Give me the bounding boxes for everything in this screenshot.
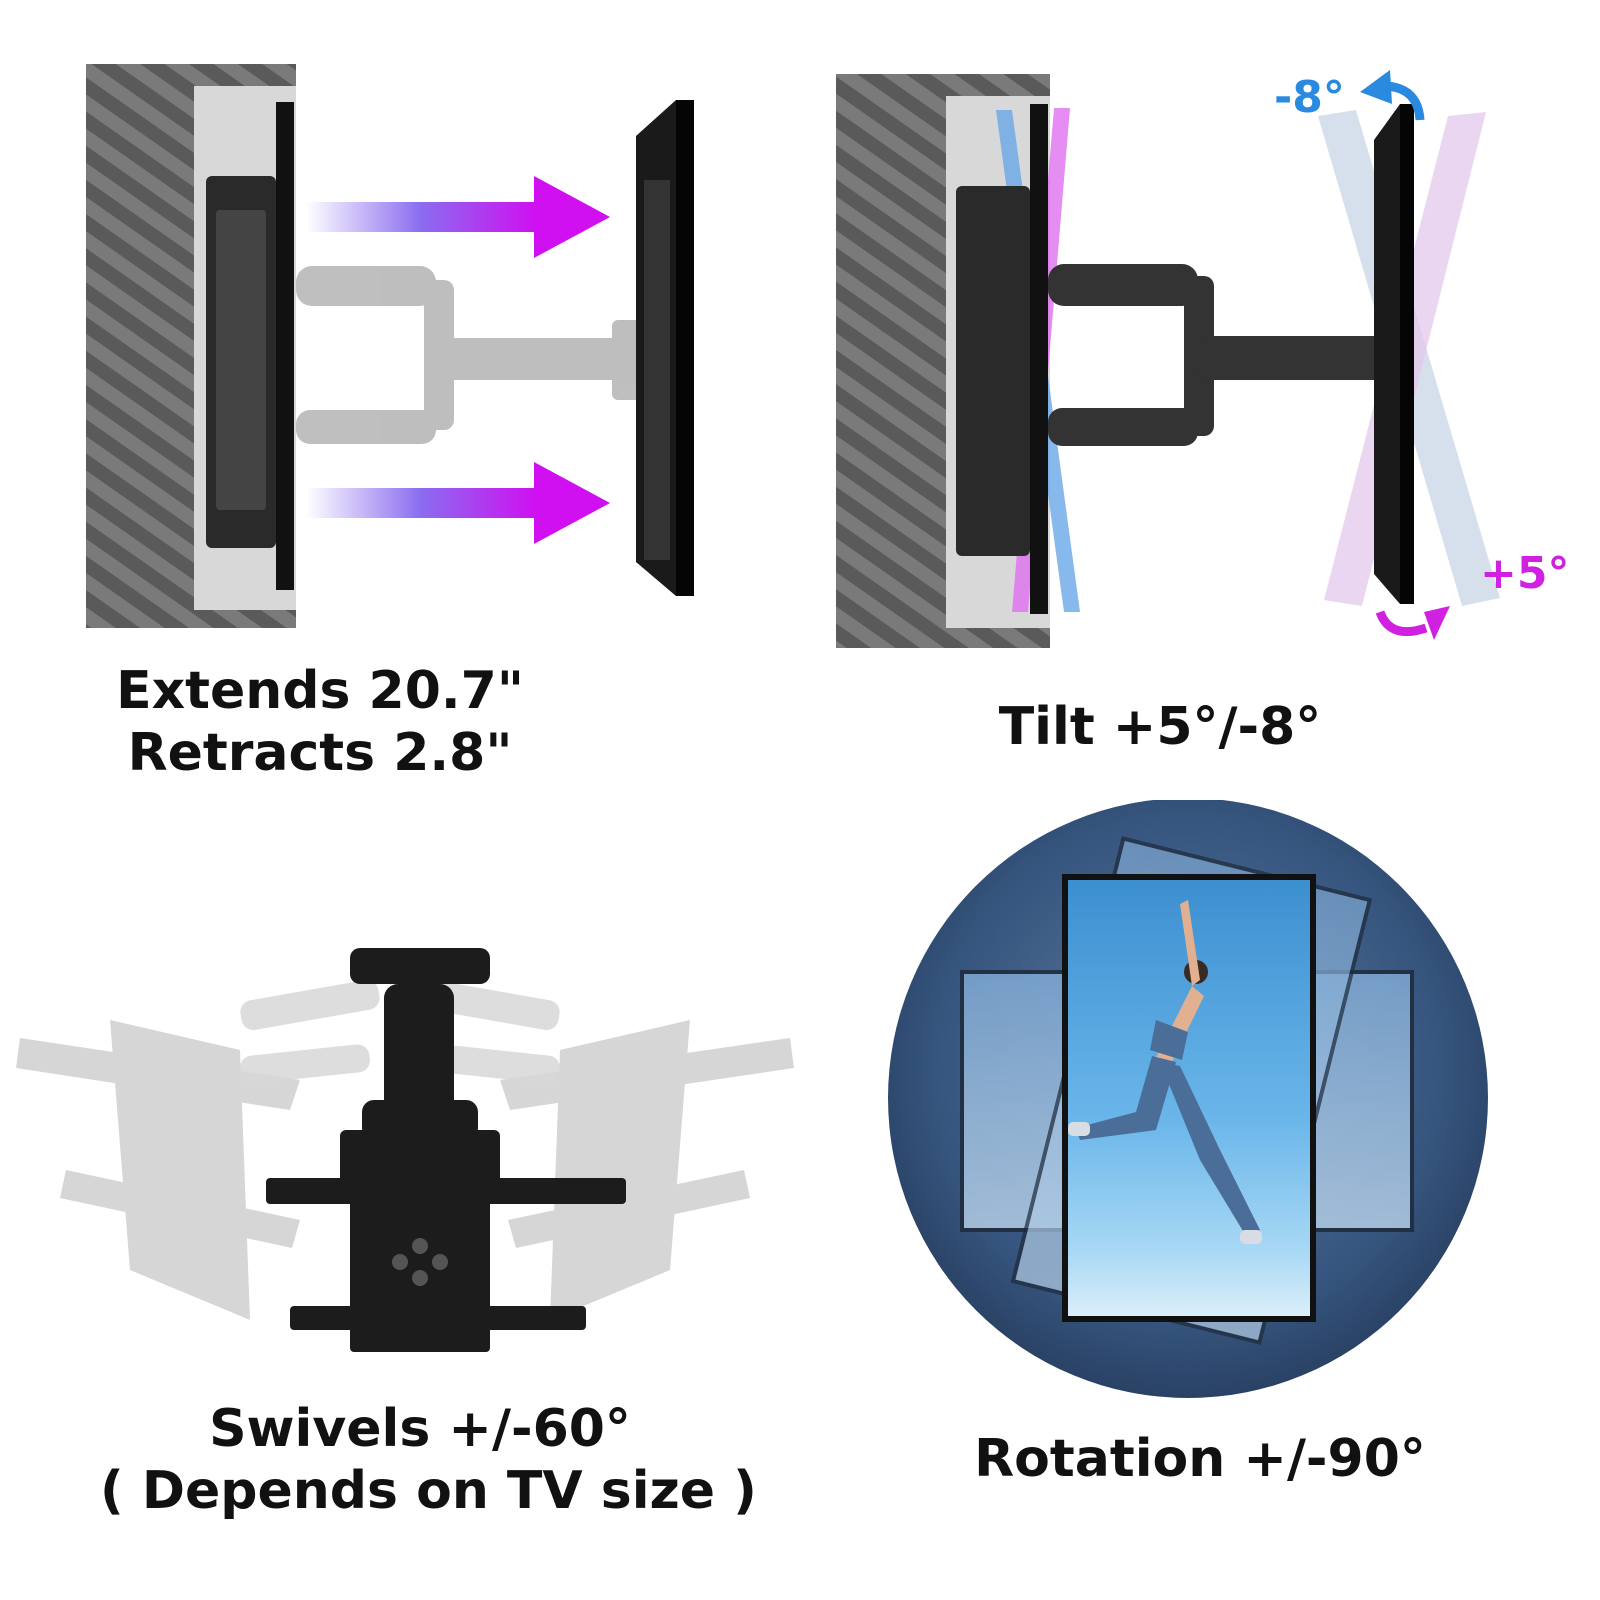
extend-illustration (86, 64, 694, 628)
extend-arrow-bottom (306, 462, 610, 544)
extend-caption-line1: Extends 20.7" (116, 661, 524, 721)
extend-caption-line2: Retracts 2.8" (127, 723, 513, 784)
extended-arm (296, 266, 642, 444)
tilt-caption-line1: Tilt +5°/-8° (998, 697, 1322, 757)
rotation-illustration (888, 800, 1488, 1398)
extend-retract-panel: Extends 20.7" Retracts 2.8" (0, 0, 800, 800)
rotation-panel: Rotation +/-90° (800, 800, 1600, 1600)
dancer-figure (1068, 900, 1262, 1244)
tilt-illustration (836, 70, 1500, 648)
tilt-caption: Tilt +5°/-8° (840, 696, 1480, 758)
tilt-down-arrow (1375, 610, 1428, 636)
swivel-mount (266, 948, 626, 1352)
tilt-down-label: +5° (1480, 548, 1570, 599)
tilt-up-label: -8° (1274, 72, 1345, 123)
swivel-ghost-left (16, 1020, 300, 1320)
rotation-caption-line1: Rotation +/-90° (974, 1429, 1426, 1489)
swivel-caption: Swivels +/-60° ( Depends on TV size ) (100, 1398, 757, 1523)
extend-arrow-top (306, 176, 610, 258)
tilt-arm (1048, 264, 1404, 446)
swivel-ghost-arms (240, 979, 560, 1084)
swivel-ghost-right (500, 1020, 794, 1320)
swivel-illustration (16, 948, 794, 1352)
rotation-caption: Rotation +/-90° (880, 1428, 1520, 1490)
retracted-tv (276, 102, 294, 590)
tilt-panel: -8° +5° Tilt +5°/-8° (800, 0, 1600, 800)
swivel-panel: Swivels +/-60° ( Depends on TV size ) (0, 800, 800, 1600)
swivel-caption-line2: ( Depends on TV size ) (100, 1461, 757, 1522)
retracted-tv (1030, 104, 1048, 614)
extend-caption: Extends 20.7" Retracts 2.8" (0, 660, 640, 785)
swivel-caption-line1: Swivels +/-60° (209, 1399, 631, 1459)
tilt-up-arrow (1385, 81, 1425, 121)
